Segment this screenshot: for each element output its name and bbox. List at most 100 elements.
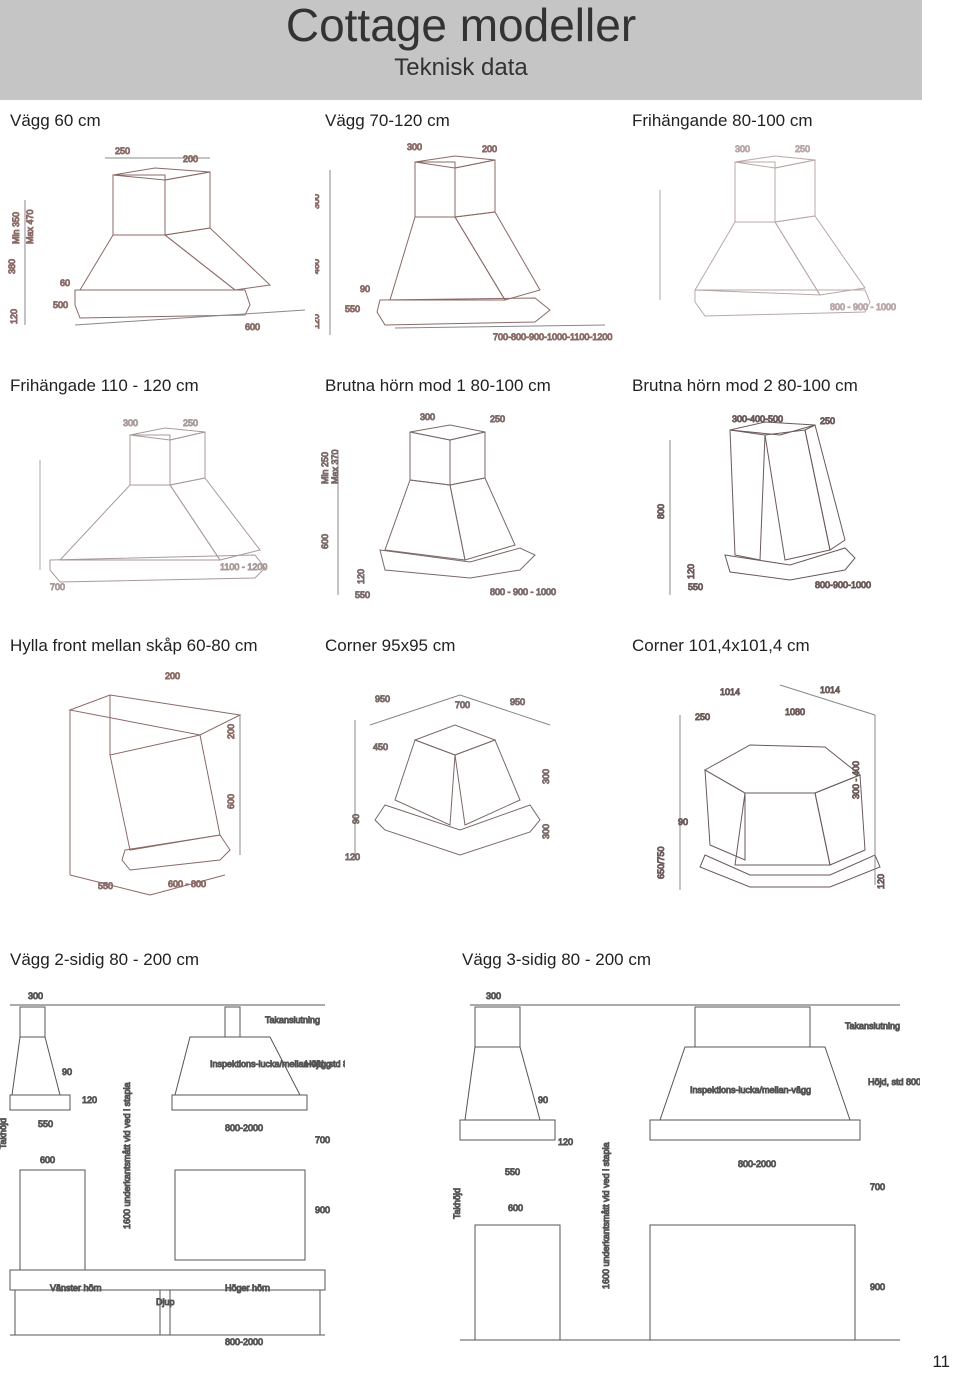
dim-label: 300 - 400 — [851, 761, 861, 799]
dim-label: 60 — [60, 278, 70, 288]
hood-drawing-freehanging-80-100: 300 250 800 - 900 - 1000 — [625, 140, 930, 345]
dim-label: Min 250 — [320, 452, 330, 484]
dim-label: 800-900-1000 — [815, 580, 871, 590]
dim-label: Djup — [156, 1297, 175, 1307]
dim-label: 120 — [82, 1095, 97, 1105]
dim-label: 300-400-500 — [732, 414, 783, 424]
dim-label: 300 — [486, 991, 501, 1001]
dim-label: 120 — [9, 309, 19, 324]
dim-label: Takanslutning — [265, 1015, 320, 1025]
dim-label: 1014 — [820, 685, 840, 695]
dim-label: 550 — [345, 304, 360, 314]
caption-hylla-front: Hylla front mellan skåp 60-80 cm — [10, 636, 258, 655]
caption-vagg-60: Vägg 60 cm — [10, 111, 101, 130]
hood-drawing-wall-3-sided: 300 Takanslutning Inspektions-lucka/mell… — [450, 985, 920, 1350]
page-number: 11 — [932, 1352, 950, 1371]
dim-label: 200 — [165, 671, 180, 681]
page-title: Cottage modeller — [285, 0, 637, 51]
dim-label: Max 370 — [330, 449, 340, 484]
dim-label: Min 350 — [11, 212, 21, 244]
dim-label: 90 — [678, 817, 688, 827]
hood-drawing-wall-60: 250 200 Min 350 Max 470 380 60 500 120 6… — [5, 140, 310, 340]
dim-label: 550 — [38, 1119, 53, 1129]
dim-label: 900 — [315, 1205, 330, 1215]
dim-label: 900 — [870, 1282, 885, 1292]
dim-label: 120 — [686, 564, 696, 579]
dim-label: 120 — [876, 874, 886, 889]
dim-label: 950 — [510, 697, 525, 707]
dim-label: 650/750 — [656, 846, 666, 879]
dim-label: Inspektions-lucka/mellan-vägg — [690, 1085, 811, 1095]
dim-label: 250 — [820, 416, 835, 426]
dim-label: Höjd, std 800 — [305, 1059, 345, 1069]
dim-label: 700 — [50, 582, 65, 592]
dim-label: 90 — [538, 1095, 548, 1105]
hood-drawing-broken-corner-2: 300-400-500 250 800 120 550 800-900-1000 — [640, 410, 940, 605]
dim-label: 800 - 900 - 1000 — [830, 302, 896, 312]
dim-label: 300 — [420, 412, 435, 422]
dim-label: 600 — [40, 1155, 55, 1165]
dim-label: 800-2000 — [225, 1123, 263, 1133]
dim-label: 700 — [315, 1135, 330, 1145]
caption-brutna-horn-mod-2: Brutna hörn mod 2 80-100 cm — [632, 376, 858, 395]
dim-label: 480 — [315, 259, 321, 274]
dim-label: 800 - 900 - 1000 — [490, 587, 556, 597]
dim-label: 550 — [98, 881, 113, 891]
hood-drawing-broken-corner-1: 300 250 Min 250 Max 370 600 120 550 800 … — [320, 410, 620, 605]
dim-label: 950 — [375, 694, 390, 704]
caption-frihangande-80-100: Frihängande 80-100 cm — [632, 111, 813, 130]
page-subtitle: Teknisk data — [394, 54, 528, 81]
dim-label: Takanslutning — [845, 1021, 900, 1031]
dim-label: 600 — [320, 534, 330, 549]
dim-label: 120 — [558, 1137, 573, 1147]
dim-label: 1080 — [785, 707, 805, 717]
caption-vagg-70-120: Vägg 70-120 cm — [325, 111, 450, 130]
dim-label: 200 — [226, 724, 236, 739]
caption-corner-101: Corner 101,4x101,4 cm — [632, 636, 810, 655]
dim-label: 200 — [183, 154, 198, 164]
dim-label: 380 — [7, 259, 17, 274]
caption-vagg-2-sidig: Vägg 2-sidig 80 - 200 cm — [10, 950, 199, 969]
dim-label: 300 — [735, 144, 750, 154]
caption-corner-95: Corner 95x95 cm — [325, 636, 456, 655]
dim-label: Takhöjd — [452, 1188, 462, 1219]
hood-drawing-corner-95: 950 700 950 450 300 90 300 120 — [345, 680, 575, 880]
dim-label: 250 — [695, 712, 710, 722]
dim-label: 300 — [407, 142, 422, 152]
dim-label: 1014 — [720, 687, 740, 697]
dim-label: 90 — [351, 814, 361, 824]
dim-label: Höger hörn — [225, 1283, 270, 1293]
dim-label: 600 — [245, 322, 260, 332]
dim-label: 600 - 800 — [168, 879, 206, 889]
dim-label: 800 — [656, 504, 666, 519]
dim-label: 90 — [62, 1067, 72, 1077]
dim-label: 450 — [373, 742, 388, 752]
hood-drawing-wall-70-120: 300 200 300 480 90 550 120 700-800-900-1… — [315, 140, 620, 345]
hood-drawing-corner-101: 1014 1014 250 1080 300 - 400 90 650/750 … — [650, 675, 900, 900]
caption-brutna-horn-mod-1: Brutna hörn mod 1 80-100 cm — [325, 376, 551, 395]
dim-label: Takhöjd — [0, 1118, 8, 1149]
dim-label: 550 — [505, 1167, 520, 1177]
dim-label: 500 — [53, 300, 68, 310]
dim-label: 250 — [795, 144, 810, 154]
caption-frihangade-110-120: Frihängade 110 - 120 cm — [10, 376, 199, 395]
dim-label: 90 — [360, 284, 370, 294]
dim-label: Inspektions-lucka/mellan-vägg — [210, 1059, 331, 1069]
dim-label: 700 — [455, 700, 470, 710]
hood-drawing-freehanging-110-120: 300 250 700 1100 - 1200 — [5, 410, 305, 605]
dim-label: Max 470 — [25, 209, 35, 244]
dim-label: 600 — [508, 1203, 523, 1213]
dim-label: 800-2000 — [225, 1337, 263, 1347]
dim-label: 250 — [115, 146, 130, 156]
dim-label: 300 — [541, 824, 551, 839]
dim-label: Vänster hörn — [50, 1283, 102, 1293]
dim-label: 600 — [226, 794, 236, 809]
dim-label: 550 — [688, 582, 703, 592]
hood-drawing-shelf-front: 200 200 600 550 600 - 800 — [50, 665, 300, 905]
hood-drawing-wall-2-sided: 300 Takanslutning Inspektions-lucka/mell… — [0, 985, 345, 1350]
caption-vagg-3-sidig: Vägg 3-sidig 80 - 200 cm — [462, 950, 651, 969]
dim-label: 700 — [870, 1182, 885, 1192]
dim-label: 200 — [482, 144, 497, 154]
dim-label: 700-800-900-1000-1100-1200 — [493, 332, 612, 342]
dim-label: Höjd, std 800 — [868, 1077, 920, 1087]
